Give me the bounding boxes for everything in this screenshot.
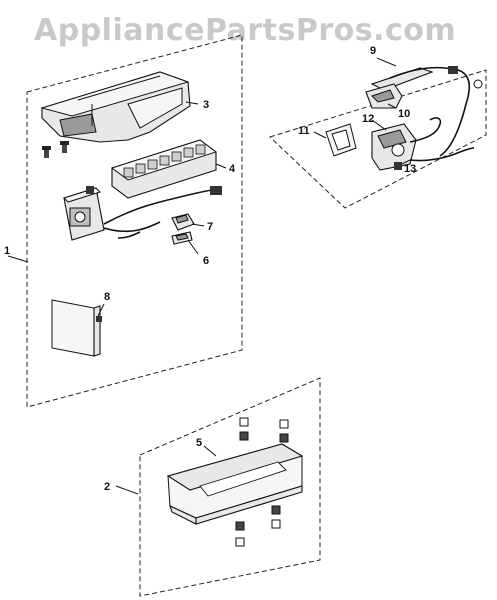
watermark-text: AppliancePartsPros.com (34, 13, 456, 48)
callout-3: 3 (203, 99, 209, 111)
group-boundary-ice-bucket (139, 377, 321, 597)
part-8-cover-plate[interactable] (51, 299, 102, 357)
part-4-ice-tray[interactable] (110, 139, 218, 199)
part-11-gasket[interactable] (325, 123, 357, 157)
group-boundary-icemaker (26, 34, 243, 408)
part-13-wire-harness[interactable] (409, 117, 475, 162)
callout-leader-lines (7, 57, 411, 495)
callout-10: 10 (398, 108, 410, 120)
part-9-harness-bracket[interactable] (370, 66, 483, 157)
callout-4: 4 (229, 163, 236, 175)
part-3-cover-bracket[interactable] (40, 71, 191, 143)
icemaker-wire-harness (103, 186, 222, 239)
callout-11: 11 (298, 125, 310, 137)
group-boundary-dispenser-motor (269, 69, 487, 209)
callout-5: 5 (196, 437, 202, 449)
callout-6: 6 (203, 255, 209, 267)
callout-9: 9 (370, 45, 376, 57)
part-12-auger-motor[interactable] (371, 123, 417, 171)
part-7-switch[interactable] (171, 213, 195, 231)
part-5-ice-bucket[interactable] (166, 443, 304, 525)
icemaker-motor-housing (63, 186, 105, 241)
part-3-screws-icon (42, 141, 69, 158)
part-5-mounting-clips-icon (235, 417, 289, 547)
part-6-actuator[interactable] (171, 231, 193, 245)
callout-13: 13 (404, 163, 416, 175)
callout-7: 7 (207, 221, 213, 233)
callout-8: 8 (104, 291, 110, 303)
callout-2: 2 (104, 481, 110, 493)
callout-12: 12 (362, 113, 374, 125)
part-10-motor-mount[interactable] (365, 83, 403, 109)
callout-1: 1 (4, 245, 10, 257)
